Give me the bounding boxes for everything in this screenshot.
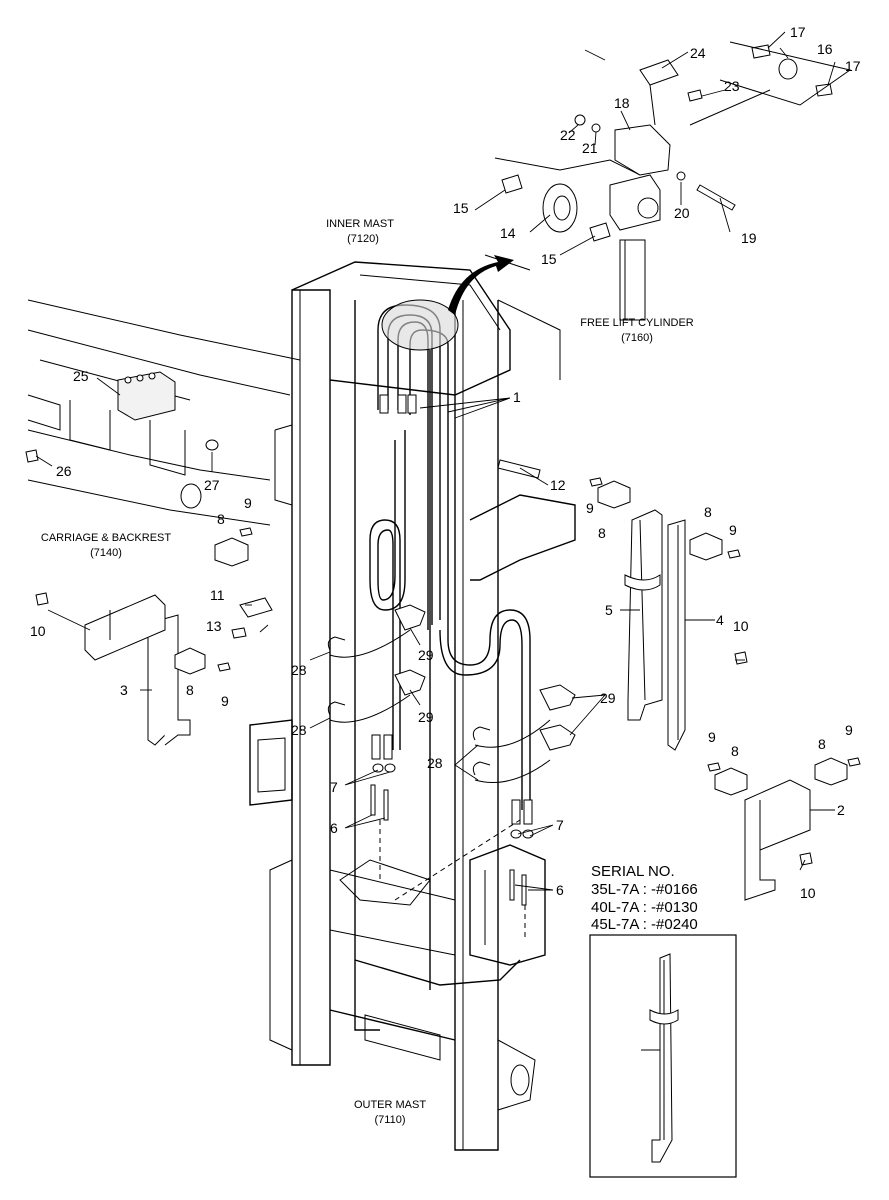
callout-12: 12 bbox=[550, 477, 566, 493]
callout-26: 26 bbox=[56, 463, 72, 479]
callout-8-d: 8 bbox=[704, 504, 712, 520]
callout-18: 18 bbox=[614, 95, 630, 111]
callout-21: 21 bbox=[582, 140, 598, 156]
inner-mast-code: (7120) bbox=[347, 233, 379, 245]
callout-17-b: 17 bbox=[845, 58, 861, 74]
free-lift-cylinder-detail bbox=[484, 41, 852, 321]
callout-23: 23 bbox=[724, 78, 740, 94]
callout-8-c: 8 bbox=[598, 525, 606, 541]
callout-9-b: 9 bbox=[221, 693, 229, 709]
callout-19: 19 bbox=[741, 230, 757, 246]
callout-4: 4 bbox=[716, 612, 724, 628]
callout-27: 27 bbox=[204, 477, 220, 493]
free-lift-cylinder-code: (7160) bbox=[621, 332, 653, 344]
callout-8-e: 8 bbox=[731, 743, 739, 759]
serial-title: SERIAL NO. bbox=[591, 863, 675, 880]
bolts-drawing bbox=[25, 449, 861, 866]
callout-3: 3 bbox=[120, 682, 128, 698]
callout-10-b: 10 bbox=[733, 618, 749, 634]
callout-6-right: 6 bbox=[556, 882, 564, 898]
callout-numbers: 1 2 3 4 5 5 6 6 7 7 8 8 8 8 8 8 9 9 9 9 … bbox=[30, 24, 861, 1057]
callout-7-left: 7 bbox=[330, 779, 338, 795]
detail-arrow bbox=[448, 255, 514, 315]
callout-10-c: 10 bbox=[800, 885, 816, 901]
serial-line-1: 35L-7A : -#0166 bbox=[591, 881, 698, 898]
outer-mast-drawing bbox=[249, 261, 576, 1151]
callout-28-b: 28 bbox=[291, 722, 307, 738]
callout-5: 5 bbox=[605, 602, 613, 618]
callout-25: 25 bbox=[73, 368, 89, 384]
callout-6-left: 6 bbox=[330, 820, 338, 836]
callout-9-e: 9 bbox=[708, 729, 716, 745]
callout-17-a: 17 bbox=[790, 24, 806, 40]
inner-mast-label: INNER MAST bbox=[326, 218, 394, 230]
callout-7-right: 7 bbox=[556, 817, 564, 833]
callout-8-a: 8 bbox=[217, 511, 225, 527]
callout-29-c: 29 bbox=[600, 690, 616, 706]
callout-16: 16 bbox=[817, 41, 833, 57]
callout-29-b: 29 bbox=[418, 709, 434, 725]
outer-mast-label: OUTER MAST bbox=[354, 1099, 426, 1111]
serial-line-2: 40L-7A : -#0130 bbox=[591, 899, 698, 916]
serial-line-3: 45L-7A : -#0240 bbox=[591, 916, 698, 933]
callout-24: 24 bbox=[690, 45, 706, 61]
carriage-backrest-code: (7140) bbox=[90, 547, 122, 559]
callout-8-f: 8 bbox=[818, 736, 826, 752]
serial-inset-box bbox=[589, 934, 737, 1178]
callout-9-f: 9 bbox=[845, 722, 853, 738]
carriage-backrest-drawing bbox=[27, 299, 301, 526]
callout-13: 13 bbox=[206, 618, 222, 634]
callout-28-a: 28 bbox=[291, 662, 307, 678]
callout-15-a: 15 bbox=[453, 200, 469, 216]
callout-15-b: 15 bbox=[541, 251, 557, 267]
callout-11: 11 bbox=[210, 587, 225, 603]
callout-14: 14 bbox=[500, 225, 516, 241]
callout-28-c: 28 bbox=[427, 755, 443, 771]
callout-29-a: 29 bbox=[418, 647, 434, 663]
leader-lines bbox=[35, 31, 836, 891]
hose-clamps-drawing bbox=[327, 604, 576, 783]
free-lift-cylinder-label: FREE LIFT CYLINDER bbox=[580, 317, 694, 329]
callout-2: 2 bbox=[837, 802, 845, 818]
callout-20: 20 bbox=[674, 205, 690, 221]
callout-9-d: 9 bbox=[729, 522, 737, 538]
outer-mast-code: (7110) bbox=[375, 1114, 406, 1126]
guide-brackets-drawing bbox=[25, 371, 861, 901]
callout-22: 22 bbox=[560, 127, 576, 143]
callout-1: 1 bbox=[513, 389, 521, 405]
callout-9-a: 9 bbox=[244, 495, 252, 511]
hose-assembly-drawing bbox=[369, 299, 534, 940]
callout-9-c: 9 bbox=[586, 500, 594, 516]
serial-note: SERIAL NO. 35L-7A : -#0166 40L-7A : -#01… bbox=[591, 863, 698, 933]
callout-10-a: 10 bbox=[30, 623, 46, 639]
carriage-backrest-label: CARRIAGE & BACKREST bbox=[41, 532, 171, 544]
callout-8-b: 8 bbox=[186, 682, 194, 698]
